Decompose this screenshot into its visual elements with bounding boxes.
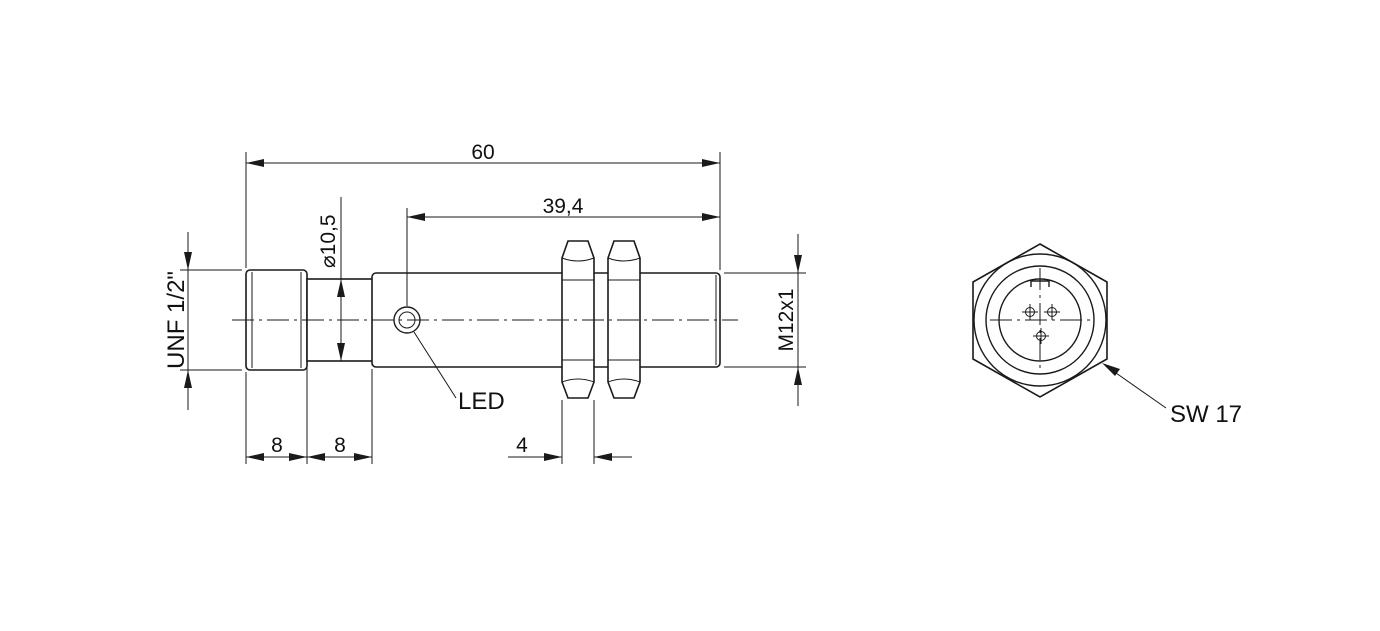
dim-total-length: 60 — [245, 141, 721, 270]
end-view: SW 17 — [972, 243, 1242, 428]
dim-seg2-label: 8 — [334, 434, 346, 457]
dim-total-length-label: 60 — [471, 141, 494, 164]
dim-led-to-end: 39,4 — [406, 195, 720, 306]
dim-seg1-label: 8 — [271, 434, 283, 457]
led-callout-label: LED — [458, 388, 505, 415]
dim-thread-left-label: UNF 1/2" — [163, 271, 190, 369]
wrench-size-label: SW 17 — [1170, 401, 1242, 428]
dim-segments: 8 8 — [245, 363, 373, 464]
led-callout: LED — [413, 331, 505, 415]
side-view: 60 39,4 ⌀10,5 UNF 1/2" — [163, 141, 806, 464]
dim-diameter-label: ⌀10,5 — [317, 214, 340, 268]
dim-diameter: ⌀10,5 — [317, 197, 345, 361]
connector-pins — [1022, 304, 1060, 344]
dim-thread-right: M12x1 — [724, 234, 806, 406]
dim-nut-width-label: 4 — [516, 434, 528, 457]
dim-nut-width: 4 — [508, 400, 632, 464]
hex-nut-1 — [561, 240, 595, 399]
dim-thread-right-label: M12x1 — [775, 288, 798, 351]
dim-thread-left: UNF 1/2" — [163, 232, 242, 410]
dim-led-to-end-label: 39,4 — [543, 195, 584, 218]
wrench-size-callout: SW 17 — [1102, 363, 1242, 428]
